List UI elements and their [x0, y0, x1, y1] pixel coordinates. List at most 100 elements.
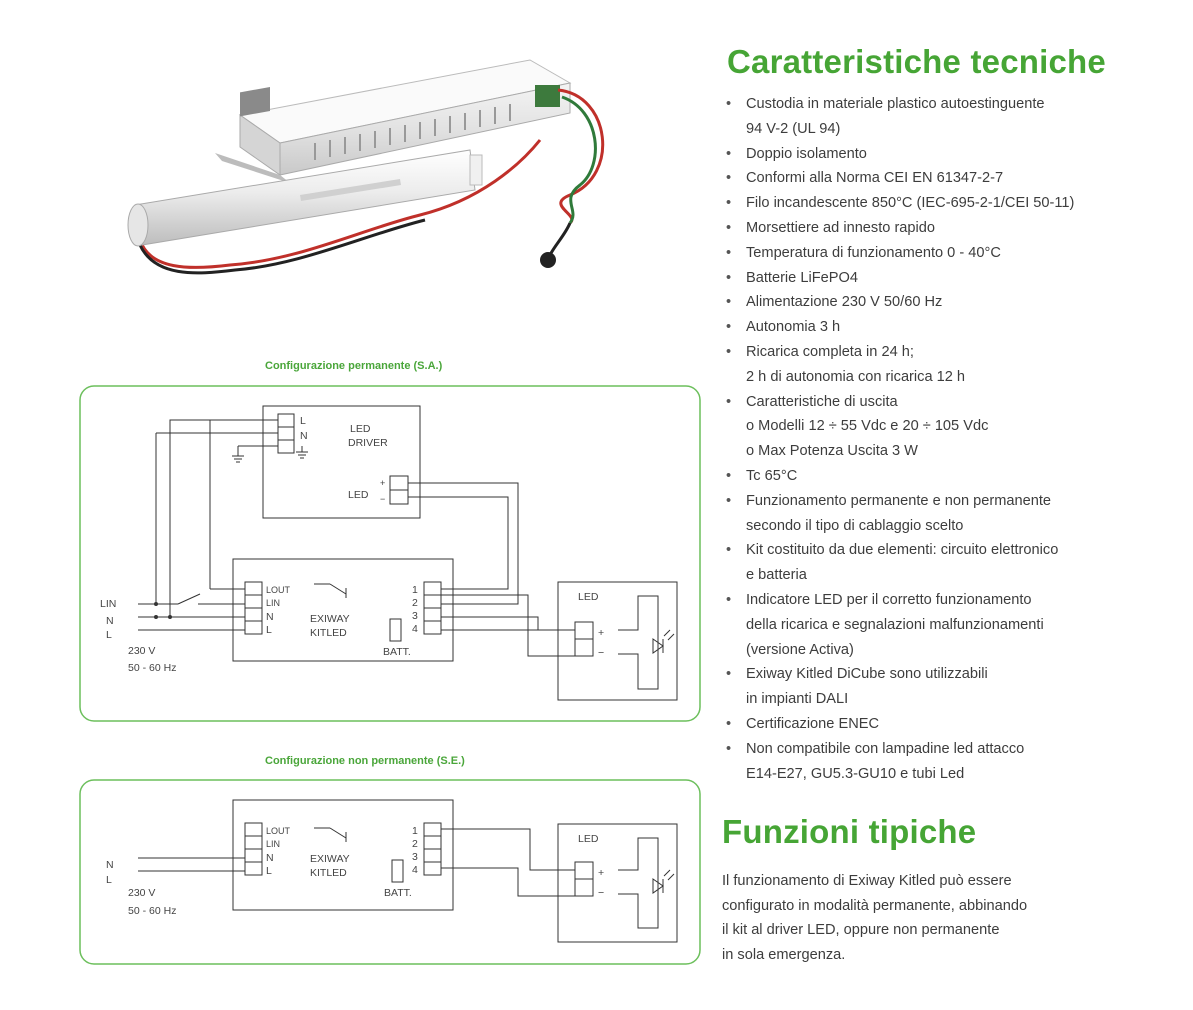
feature-line: Kit costituito da due elementi: circuito…	[746, 542, 1059, 559]
feature-line: Tc 65°C	[746, 467, 798, 484]
functions-line: configurato in modalità permanente, abbi…	[722, 897, 1028, 914]
feature-item: Custodia in materiale plastico autoestin…	[722, 92, 1182, 142]
driver-n-label: N	[300, 430, 308, 442]
led-minus: −	[598, 647, 604, 659]
feature-item: Autonomia 3 h	[722, 315, 1182, 340]
kit-lin: LIN	[266, 839, 280, 849]
feature-line: Temperatura di funzionamento 0 - 40°C	[746, 244, 1001, 261]
led-box-title: LED	[578, 591, 599, 603]
mains-l: L	[106, 874, 112, 886]
diagram-frame	[79, 385, 701, 722]
feature-line: Exiway Kitled DiCube sono utilizzabili	[746, 666, 988, 683]
module-case	[215, 59, 572, 183]
feature-item: Alimentazione 230 V 50/60 Hz	[722, 290, 1182, 315]
feature-line: Morsettiere ad innesto rapido	[746, 219, 936, 236]
out-4: 4	[412, 623, 418, 635]
functions-line: Il funzionamento di Exiway Kitled può es…	[722, 873, 1012, 889]
driver-led-label: LED	[348, 489, 369, 501]
switch-icon	[314, 583, 347, 598]
kit-n: N	[266, 852, 274, 864]
kit-name-2: KITLED	[310, 867, 347, 879]
product-photo	[127, 59, 605, 275]
out-1: 1	[412, 825, 418, 837]
feature-item: Kit costituito da due elementi: circuito…	[722, 538, 1182, 588]
kit-name-2: KITLED	[310, 627, 347, 639]
kit-lout: LOUT	[266, 826, 291, 836]
wiring-diagram-permanent: L N LED DRIVER LED + − LIN N L 230 V 50 …	[79, 385, 701, 722]
driver-terminal-n	[277, 426, 295, 441]
out-4: 4	[412, 864, 418, 876]
led-box-title: LED	[578, 833, 599, 845]
out-3: 3	[412, 610, 418, 622]
feature-line: Doppio isolamento	[746, 145, 867, 162]
kit-l: L	[266, 865, 272, 877]
feature-line: Non compatibile con lampadine led attacc…	[746, 740, 1025, 757]
batt-label: BATT.	[383, 646, 411, 658]
feature-line: (versione Activa)	[746, 641, 854, 658]
feature-line: Conformi alla Norma CEI EN 61347-2-7	[746, 170, 1004, 187]
out-2: 2	[412, 838, 418, 850]
mains-frequency: 50 - 60 Hz	[128, 905, 176, 917]
feature-line: della ricarica e segnalazioni malfunzion…	[746, 616, 1044, 633]
functions-line: il kit al driver LED, oppure non permane…	[722, 922, 1000, 939]
led-plus: +	[598, 867, 604, 879]
driver-terminal-l	[277, 413, 295, 428]
diagram-frame	[79, 779, 701, 965]
feature-line: e batteria	[746, 567, 807, 584]
feature-item: Ricarica completa in 24 h; 2 h di autonom…	[722, 340, 1182, 390]
feature-line: secondo il tipo di cablaggio scelto	[746, 517, 964, 534]
config-permanent-title: Configurazione permanente (S.A.)	[265, 360, 443, 372]
feature-line: Ricarica completa in 24 h;	[746, 343, 914, 360]
driver-led-minus	[389, 489, 409, 505]
feature-item: Morsettiere ad innesto rapido	[722, 216, 1182, 241]
feature-item: Exiway Kitled DiCube sono utilizzabili in…	[722, 662, 1182, 712]
feature-item: Batterie LiFePO4	[722, 266, 1182, 291]
feature-line: 94 V-2 (UL 94)	[746, 120, 841, 137]
feature-line: 2 h di autonomia con ricarica 12 h	[746, 368, 966, 385]
led-minus: −	[598, 887, 604, 899]
kitled-box	[232, 558, 454, 662]
switch-icon	[314, 827, 347, 842]
kit-name-1: EXIWAY	[310, 853, 350, 865]
out-1: 1	[412, 584, 418, 596]
feature-line: E14-E27, GU5.3-GU10 e tubi Led	[746, 765, 965, 782]
feature-line: Autonomia 3 h	[746, 319, 841, 336]
feature-line: o Max Potenza Uscita 3 W	[746, 443, 918, 460]
feature-item: Temperatura di funzionamento 0 - 40°C	[722, 241, 1182, 266]
driver-led-plus	[389, 475, 409, 491]
led-diode-icon	[652, 869, 675, 894]
mains-l: L	[106, 629, 112, 641]
mains-n: N	[106, 615, 114, 627]
feature-line: Batterie LiFePO4	[746, 269, 858, 286]
kitled-box	[232, 799, 454, 911]
features-title: Caratteristiche tecniche	[727, 43, 1106, 80]
out-2: 2	[412, 597, 418, 609]
functions-line: in sola emergenza.	[722, 946, 846, 963]
feature-item: Filo incandescente 850°C (IEC-695-2-1/CE…	[722, 191, 1182, 216]
feature-line: Alimentazione 230 V 50/60 Hz	[746, 294, 943, 311]
earth-ground-icon	[232, 446, 244, 463]
feature-item: Indicatore LED per il corretto funzionam…	[722, 588, 1182, 662]
led-plus: +	[598, 627, 604, 639]
mains-frequency: 50 - 60 Hz	[128, 662, 176, 674]
functions-title: Funzioni tipiche	[722, 813, 977, 850]
led-box	[557, 823, 678, 943]
driver-title-led: LED	[350, 423, 371, 435]
feature-line: Custodia in materiale plastico autoestin…	[746, 96, 1045, 112]
feature-line: o Modelli 12 ÷ 55 Vdc e 20 ÷ 105 Vdc	[746, 418, 989, 435]
feature-line: in impianti DALI	[746, 691, 849, 708]
mains-voltage: 230 V	[128, 645, 155, 657]
led-box	[557, 581, 678, 701]
feature-item: Tc 65°C	[722, 464, 1182, 489]
config-nonpermanent-title: Configurazione non permanente (S.E.)	[265, 755, 465, 767]
driver-terminal-earth	[277, 439, 295, 454]
feature-line: Indicatore LED per il corretto funzionam…	[746, 591, 1032, 608]
feature-line: Funzionamento permanente e non permanent…	[746, 492, 1052, 509]
mains-lin: LIN	[100, 598, 116, 610]
driver-l-label: L	[300, 415, 306, 427]
kit-lin: LIN	[266, 598, 280, 608]
battery-symbol	[389, 618, 402, 642]
kit-name-1: EXIWAY	[310, 613, 350, 625]
functions-paragraph: Il funzionamento di Exiway Kitled può es…	[722, 869, 1102, 967]
feature-item: Doppio isolamento	[722, 142, 1182, 167]
